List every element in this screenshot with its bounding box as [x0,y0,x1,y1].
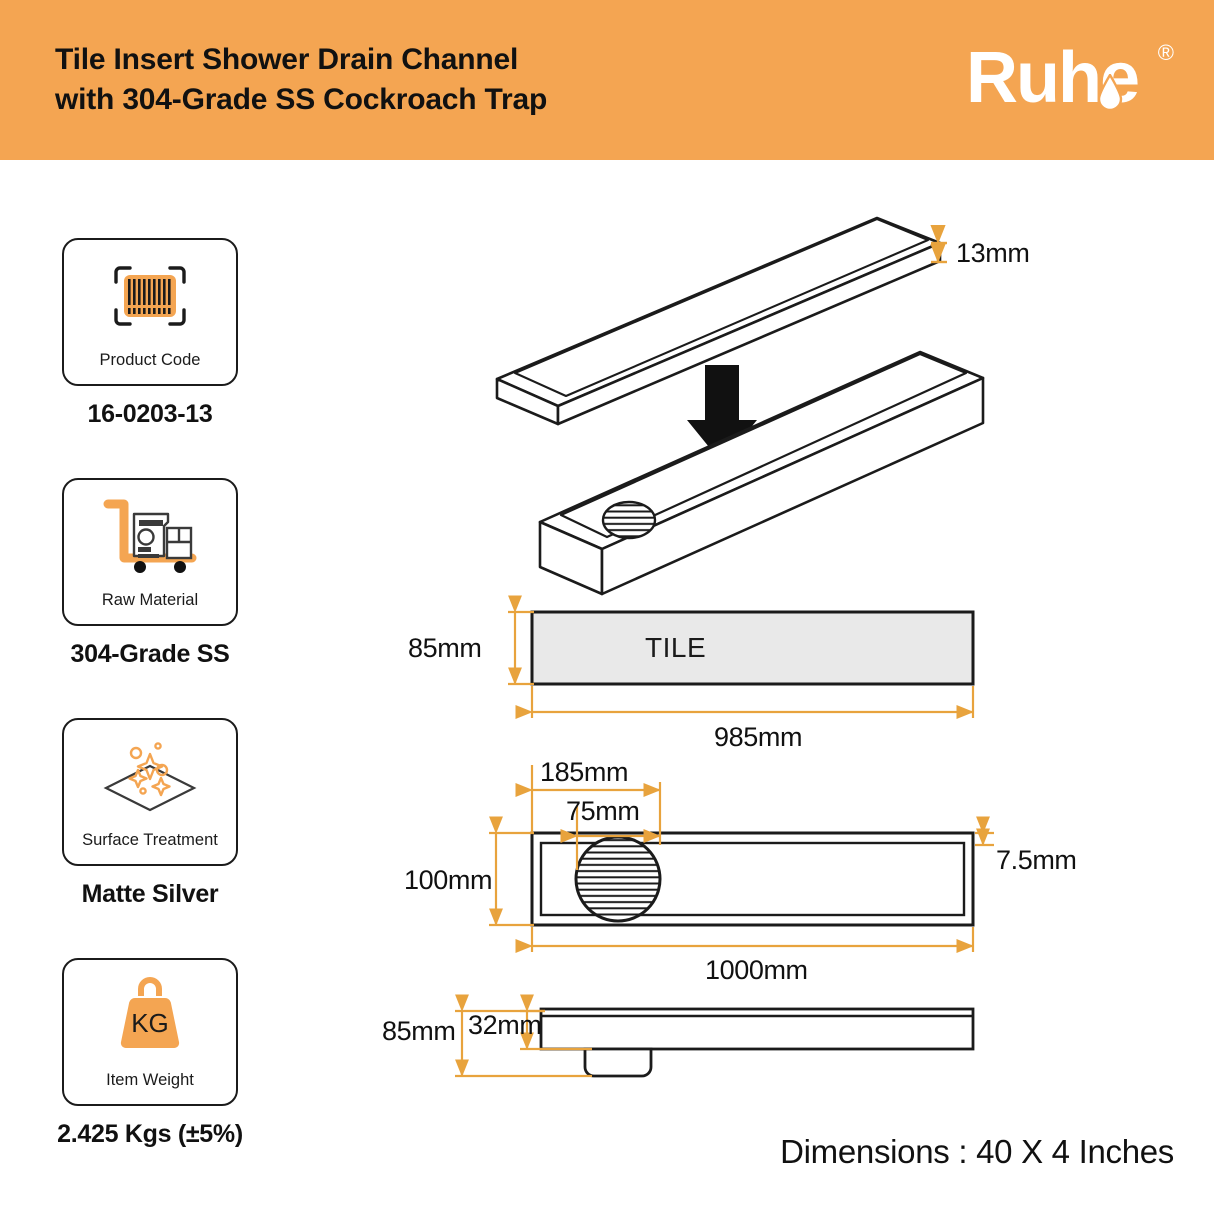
iso-outlet-hatch [603,502,655,538]
brand-logo: Ruhe ® [966,34,1176,126]
label-tile-height: 85mm [408,633,482,663]
footer-dimensions-text: Dimensions : 40 X 4 Inches [780,1133,1174,1170]
water-drop-icon [1097,74,1123,110]
spec-caption: Raw Material [101,591,199,609]
weight-icon: KG [64,974,236,1058]
sparkle-diamond-icon [64,734,236,818]
spec-box: Surface Treatment [62,718,238,866]
label-side-total-height: 85mm [382,1016,456,1046]
dimension-tile-width [515,686,975,720]
spec-item-product-code: Product Code 16-0203-13 [0,238,300,429]
dimension-tile-height [507,595,534,686]
dimension-13mm [930,224,947,264]
spec-item-surface-treatment: Surface Treatment Matte Silver [0,718,300,909]
weight-icon-text: KG [131,1008,169,1038]
label-outlet-diameter: 75mm [566,796,640,826]
barcode-icon [64,254,236,338]
assembly-down-arrow-icon [687,365,757,463]
label-13mm: 13mm [956,238,1030,268]
tile-plan-view [530,610,975,686]
label-side-body-height: 32mm [468,1010,542,1040]
spec-caption: Product Code [99,351,201,369]
spec-value: 304-Grade SS [70,640,230,668]
label-outlet-offset: 185mm [540,757,629,787]
spec-box: KG Item Weight [62,958,238,1106]
label-channel-length: 1000mm [705,955,808,985]
label-tile-width: 985mm [714,722,803,752]
iso-cover-plate [495,216,942,426]
dimension-channel-width [488,816,534,927]
channel-plan-view [530,831,975,927]
trolley-icon [64,494,236,578]
spec-item-weight: KG Item Weight 2.425 Kgs (±5%) [0,958,300,1149]
spec-caption: Surface Treatment [82,831,218,849]
spec-box: Product Code [62,238,238,386]
iso-channel-body [538,350,985,596]
outlet-hatch [576,837,660,921]
page-title: Tile Insert Shower Drain Channel with 30… [55,40,755,119]
dimension-flange-width [975,816,994,847]
header-banner: Tile Insert Shower Drain Channel with 30… [0,0,1214,160]
label-channel-width: 100mm [404,865,493,895]
outlet-circle [574,835,662,923]
dimension-channel-length [515,927,975,954]
tile-body-label: TILE [645,632,707,663]
page-title-line-1: Tile Insert Shower Drain Channel [55,43,519,76]
channel-side-view [539,1007,975,1078]
spec-item-raw-material: Raw Material 304-Grade SS [0,478,300,669]
page-title-line-2: with 304-Grade SS Cockroach Trap [55,82,548,116]
registered-trademark-icon: ® [1157,40,1174,65]
spec-value: 2.425 Kgs (±5%) [57,1120,243,1148]
spec-box: Raw Material [62,478,238,626]
label-flange-width: 7.5mm [996,845,1077,875]
spec-value: Matte Silver [81,880,219,908]
spec-caption: Item Weight [106,1071,194,1089]
spec-value: 16-0203-13 [87,400,213,428]
iso-outlet-circle [601,500,657,540]
